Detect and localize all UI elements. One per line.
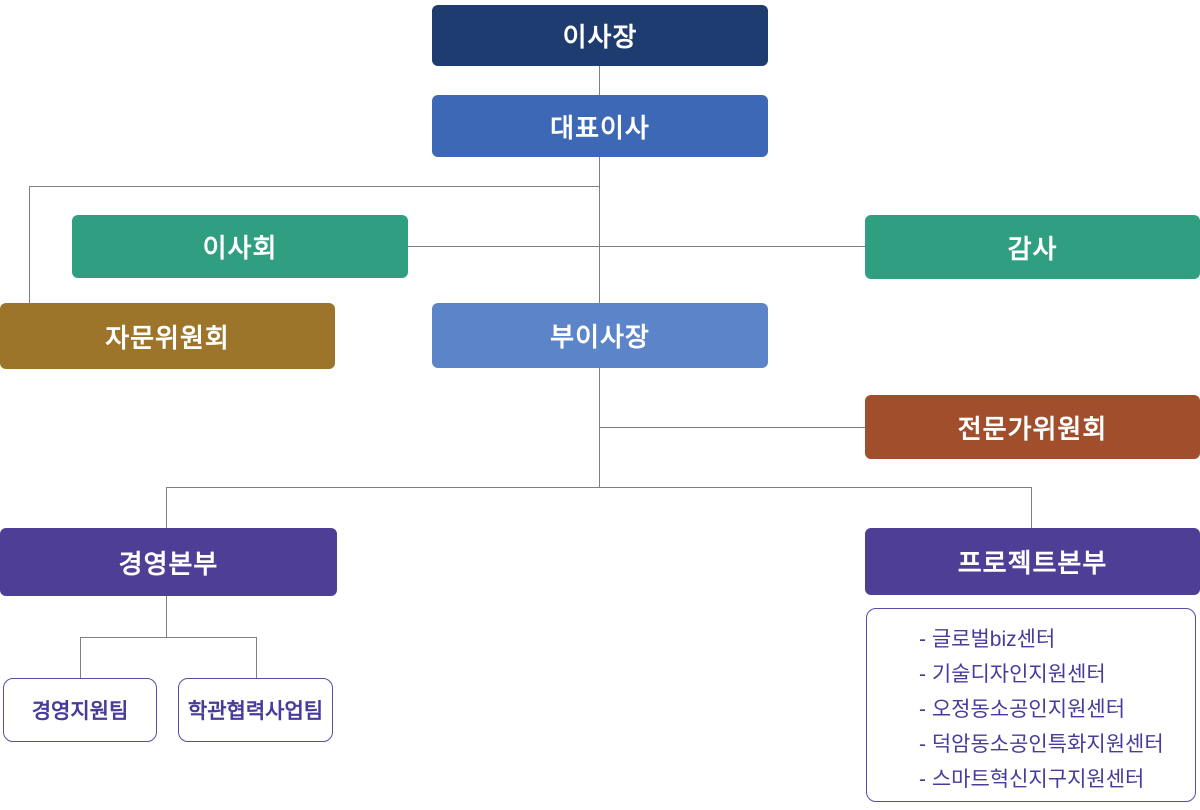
node-vice-chairman: 부이사장 xyxy=(432,303,768,368)
connector-chairman-ceo xyxy=(599,66,600,95)
node-project-hq: 프로젝트본부 xyxy=(865,528,1200,595)
list-item-deogamdong-center: - 덕암동소공인특화지원센터 xyxy=(919,733,1164,756)
connector-ceo-vice-vertical xyxy=(599,157,600,303)
connector-advisory-horizontal xyxy=(29,186,600,187)
node-management-hq: 경영본부 xyxy=(0,528,337,596)
connector-mgmt-drop xyxy=(166,487,167,528)
connector-project-drop xyxy=(1031,487,1032,528)
list-item-ojeongdong-center: - 오정동소공인지원센터 xyxy=(919,698,1126,721)
connector-advisory-vertical xyxy=(29,186,30,303)
node-board: 이사회 xyxy=(72,215,408,278)
list-item-global-biz-center: - 글로벌biz센터 xyxy=(919,628,1056,651)
node-auditor: 감사 xyxy=(865,215,1200,279)
list-item-tech-design-center: - 기술디자인지원센터 xyxy=(919,663,1106,686)
connector-hq-horizontal xyxy=(166,487,1032,488)
node-ceo: 대표이사 xyxy=(432,95,768,157)
list-item-smart-innovation-center: - 스마트혁신지구지원센터 xyxy=(919,768,1145,791)
node-expert-committee: 전문가위원회 xyxy=(865,395,1200,459)
node-academic-cooperation-team: 학관협력사업팀 xyxy=(178,678,333,742)
project-centers-box: - 글로벌biz센터 - 기술디자인지원센터 - 오정동소공인지원센터 - 덕암… xyxy=(866,608,1196,802)
node-chairman: 이사장 xyxy=(432,5,768,66)
node-management-support-team: 경영지원팀 xyxy=(3,678,157,742)
node-advisory-committee: 자문위원회 xyxy=(0,303,335,369)
connector-teams-horizontal xyxy=(80,637,256,638)
project-centers-list: - 글로벌biz센터 - 기술디자인지원센터 - 오정동소공인지원센터 - 덕암… xyxy=(867,609,1195,797)
connector-team2-drop xyxy=(256,637,257,678)
connector-expert-horizontal xyxy=(599,427,865,428)
connector-team1-drop xyxy=(80,637,81,678)
connector-board-auditor xyxy=(408,246,865,247)
connector-mgmt-down xyxy=(166,596,167,637)
